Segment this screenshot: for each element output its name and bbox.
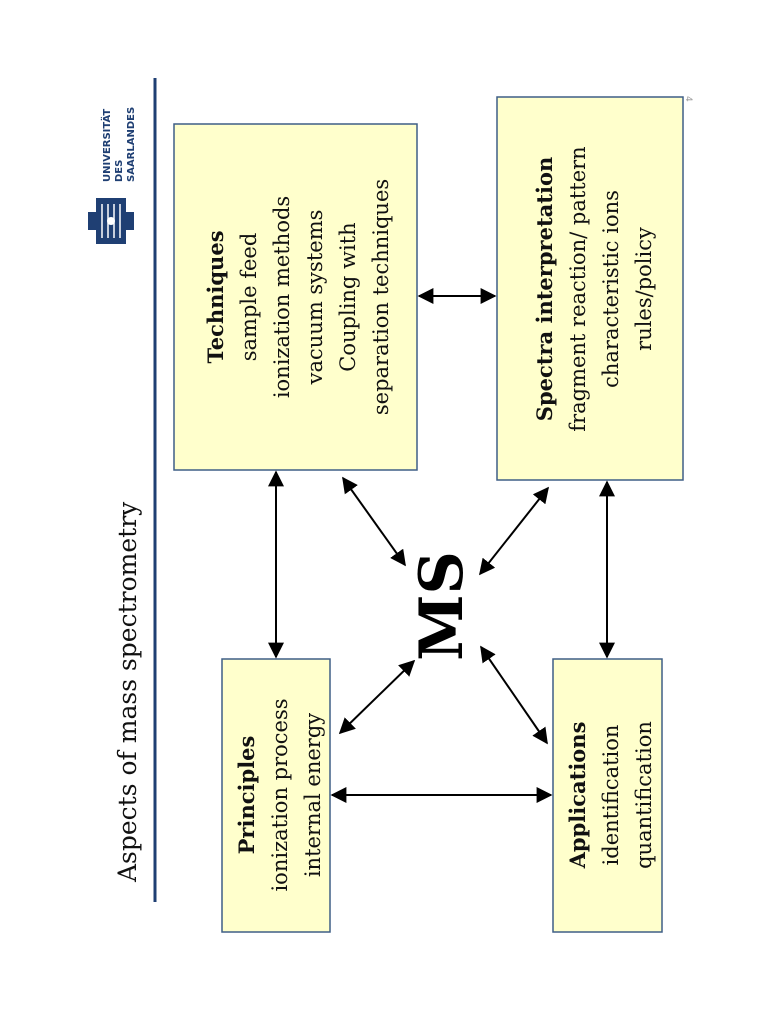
slide-title: Aspects of mass spectrometry xyxy=(113,501,142,883)
spectra-interpretation-box xyxy=(496,96,684,481)
applications-line: identification xyxy=(599,725,623,866)
applications-heading: Applications xyxy=(565,722,590,870)
university-logo: UNIVERSITÄT DES SAARLANDES xyxy=(88,107,137,244)
spectra-heading: Spectra interpretation xyxy=(532,157,557,421)
techniques-line: separation techniques xyxy=(369,179,393,415)
applications-line: quantification xyxy=(632,721,656,869)
principles-line: internal energy xyxy=(301,713,325,877)
page-number: 4 xyxy=(683,96,693,102)
logo-line-1: UNIVERSITÄT xyxy=(99,109,113,182)
arrow-ms-techniques xyxy=(342,476,406,567)
center-label-ms: MS xyxy=(407,551,477,661)
principles-line: ionization process xyxy=(268,698,292,891)
principles-heading: Principles xyxy=(234,736,259,855)
arrow-ms-applications xyxy=(480,645,548,745)
techniques-line: sample feed xyxy=(237,233,261,362)
techniques-heading: Techniques xyxy=(203,230,228,363)
applications-box xyxy=(552,658,663,933)
arrow-ms-spectra xyxy=(479,486,549,576)
spectra-line: fragment reaction/ pattern xyxy=(566,146,590,431)
logo-line-2: DES xyxy=(114,160,125,182)
techniques-line: vacuum systems xyxy=(303,210,327,386)
techniques-line: Coupling with xyxy=(336,222,360,371)
techniques-line: ionization methods xyxy=(270,196,294,398)
spectra-line: characteristic ions xyxy=(599,190,623,388)
logo-line-3: SAARLANDES xyxy=(126,107,137,182)
spectra-line: rules/policy xyxy=(632,227,656,351)
arrow-ms-principles xyxy=(338,659,416,735)
techniques-box xyxy=(173,123,418,471)
crest-icon xyxy=(88,198,134,244)
principles-box xyxy=(221,658,331,933)
